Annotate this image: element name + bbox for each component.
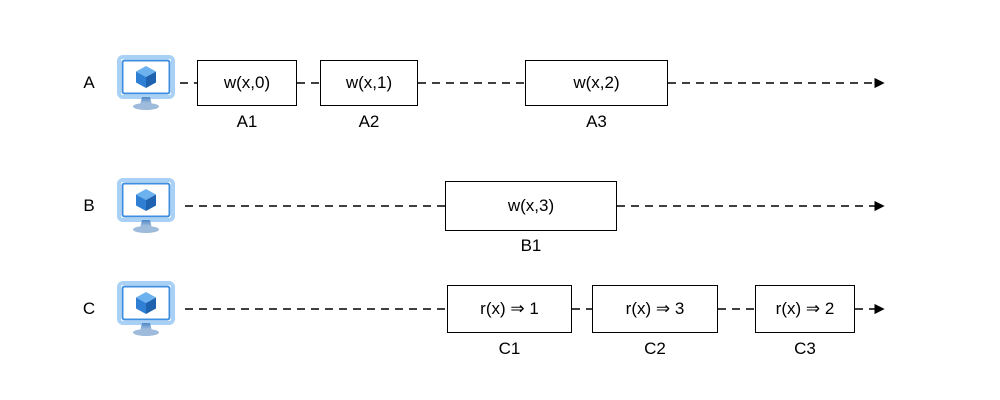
node-caption-b1: B1 [520,236,542,255]
monitor-cube-icon [117,178,175,233]
node-box-b1[interactable]: w(x,3) [445,181,617,231]
row-label-c: C [82,299,96,318]
node-caption-a1: A1 [236,112,258,131]
node-box-c1[interactable]: r(x) ⇒ 1 [447,285,572,333]
node-caption-c1: C1 [498,339,521,358]
node-box-a1[interactable]: w(x,0) [197,60,297,106]
node-caption-c2: C2 [644,339,666,358]
row-label-b: B [83,196,95,215]
row-label-a: A [83,73,95,92]
node-box-c2[interactable]: r(x) ⇒ 3 [592,285,718,333]
node-box-a2[interactable]: w(x,1) [320,60,418,106]
monitor-cube-icon [117,281,175,336]
node-caption-c3: C3 [794,339,816,358]
node-box-c3[interactable]: r(x) ⇒ 2 [755,285,855,333]
node-caption-a3: A3 [586,112,607,131]
monitor-cube-icon [117,55,175,110]
node-caption-a2: A2 [358,112,380,131]
node-box-a3[interactable]: w(x,2) [525,60,668,106]
